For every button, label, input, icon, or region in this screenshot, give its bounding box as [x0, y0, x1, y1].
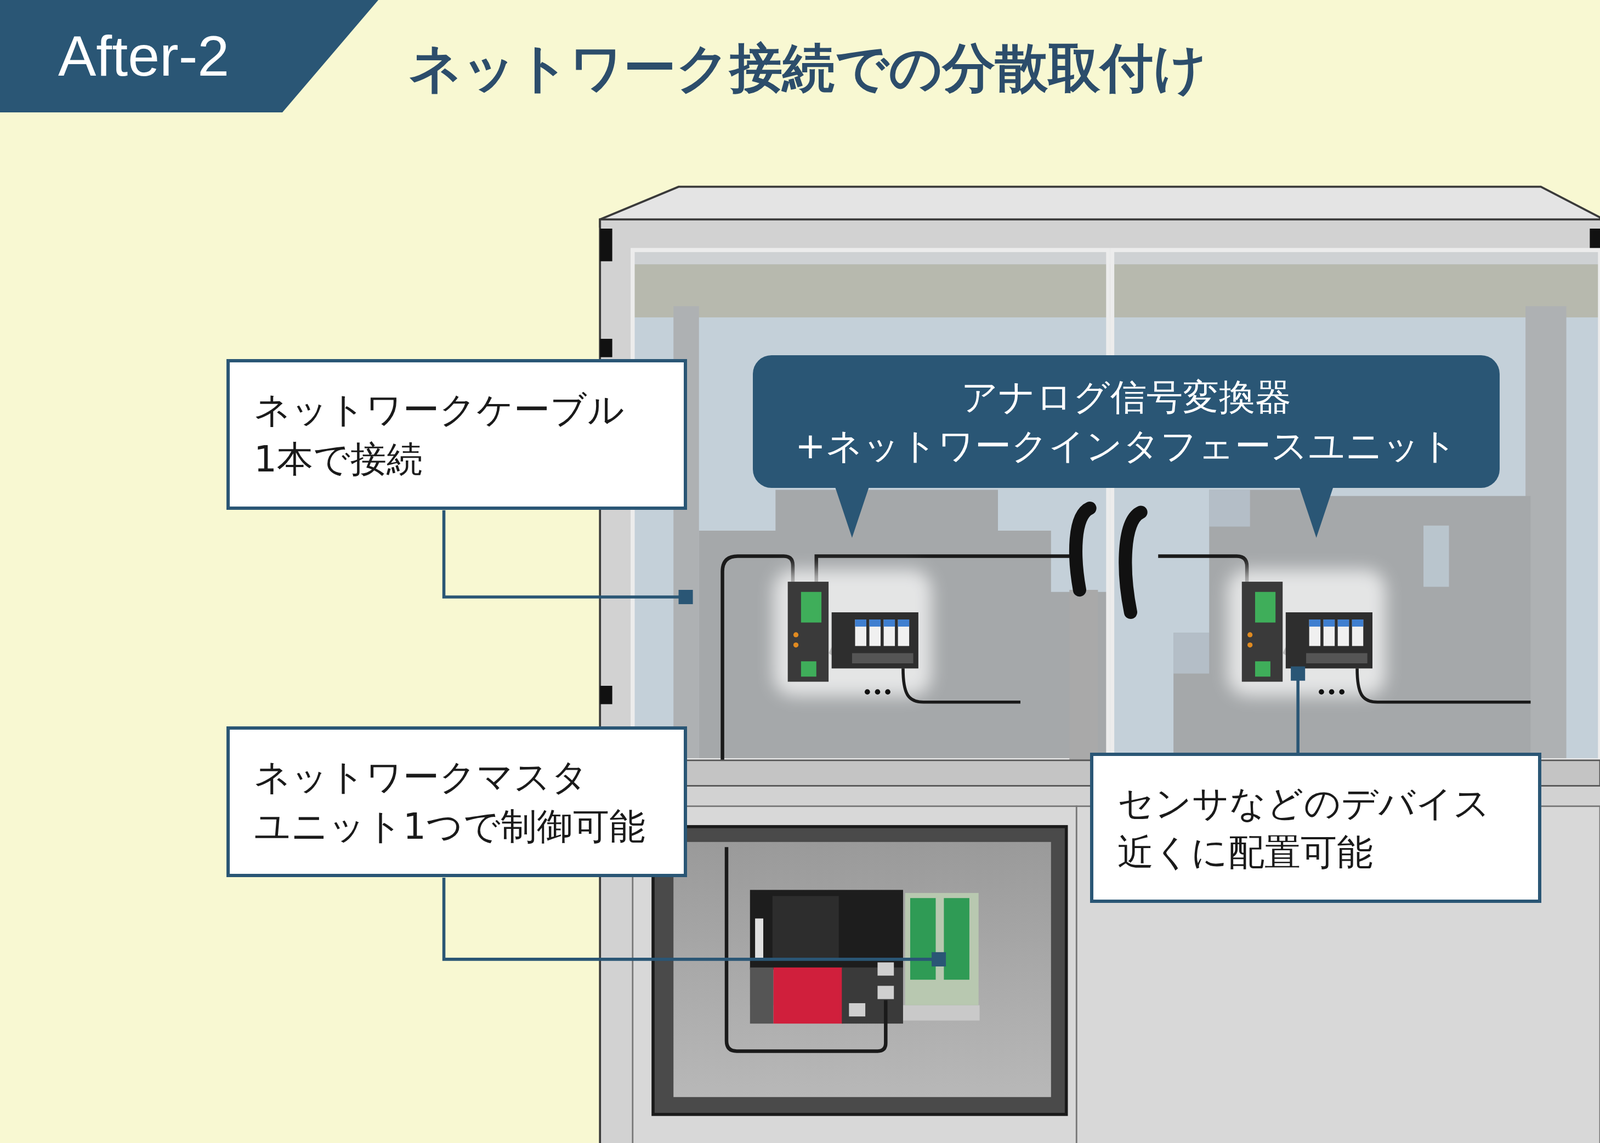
note-text: アナログ信号変換器 [961, 372, 1292, 422]
title-band: After-2 [0, 0, 379, 113]
note-text: ネットワークケーブル 1本で接続 [253, 385, 660, 484]
callout-box: センサなどのデバイス 近くに配置可能 [1090, 752, 1542, 904]
note-text: +ネットワークインタフェースユニット [795, 421, 1457, 471]
section-tag: After-2 [58, 21, 230, 91]
note-text: センサなどのデバイス 近くに配置可能 [1117, 779, 1514, 877]
note-text: ネットワークマスタ ユニット1つで制御可能 [253, 752, 660, 851]
callout-box: ネットワークケーブル 1本で接続 [226, 359, 688, 510]
callout-box: ネットワークマスタ ユニット1つで制御可能 [226, 726, 688, 878]
page-title: ネットワーク接続での分散取付け [408, 33, 1207, 103]
speech-bubble: アナログ信号変換器+ネットワークインタフェースユニット [752, 355, 1500, 489]
